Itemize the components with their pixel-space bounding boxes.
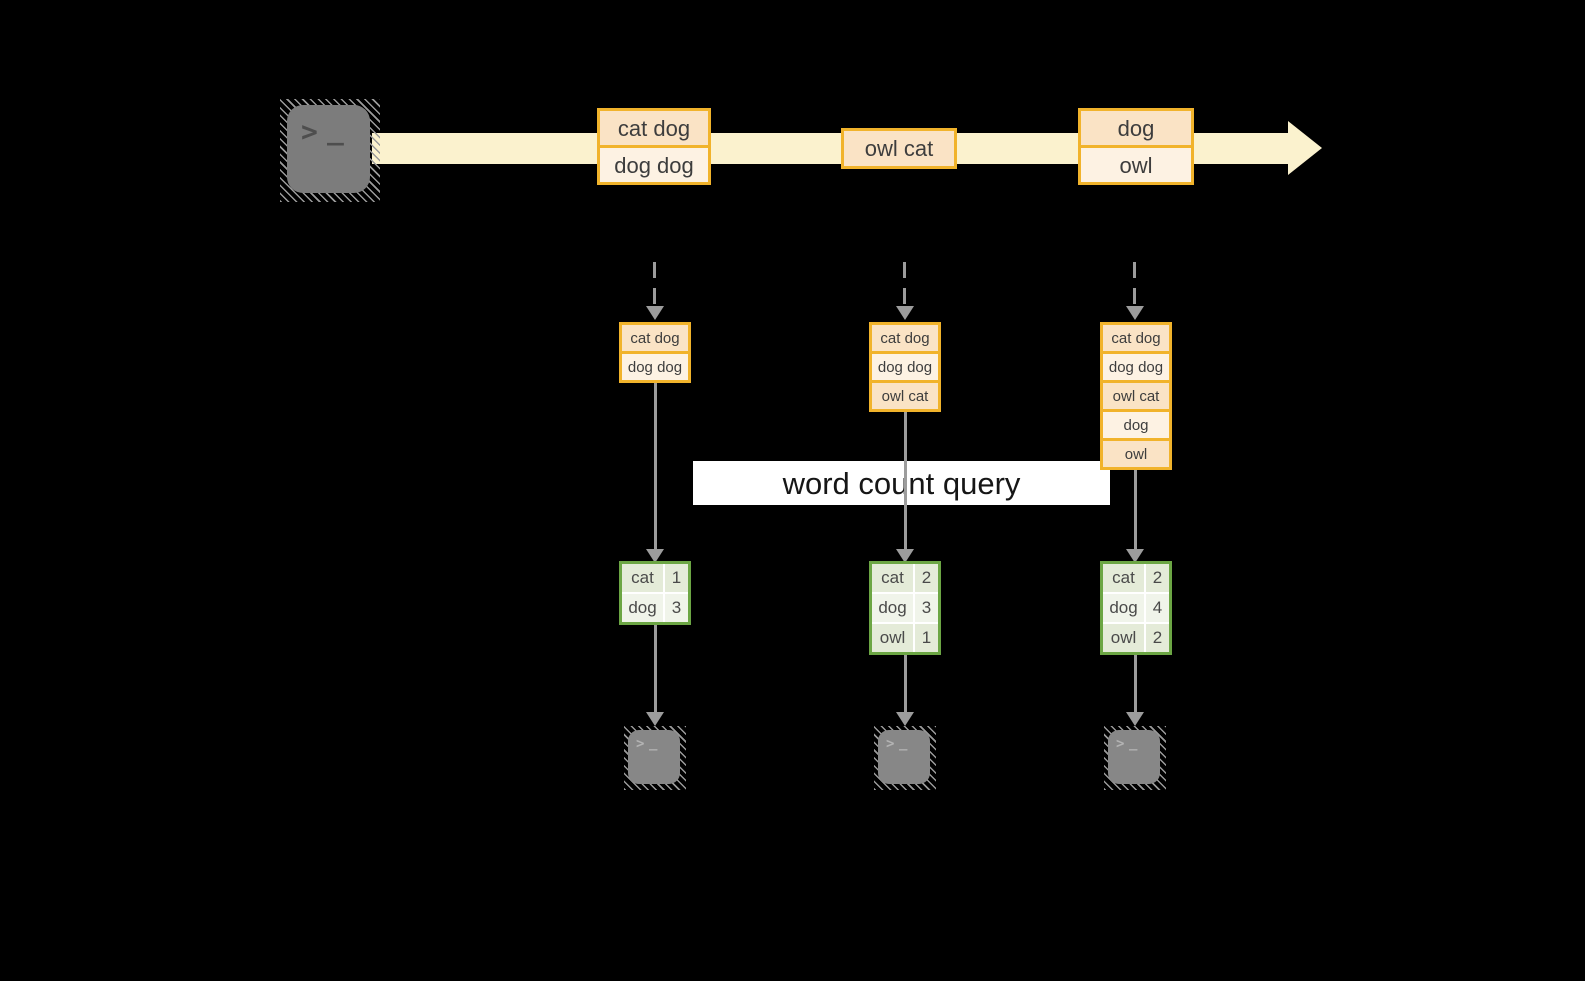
count-word: dog xyxy=(1103,594,1144,622)
dashed-arrow-line xyxy=(903,262,906,306)
count-word: dog xyxy=(622,594,663,622)
buffer-row: owl cat xyxy=(1100,380,1172,412)
consumer-terminal-icon: > _ xyxy=(874,726,936,790)
terminal-body: > _ xyxy=(628,730,680,784)
arrowhead-icon xyxy=(1126,306,1144,320)
arrowhead-icon xyxy=(646,306,664,320)
count-value: 1 xyxy=(915,624,938,652)
buffer-row: owl cat xyxy=(869,380,941,412)
buffer-row: cat dog xyxy=(869,322,941,354)
arrow-line xyxy=(904,655,907,712)
stream-record: owl cat xyxy=(841,128,957,169)
buffer-row: dog dog xyxy=(1100,351,1172,383)
terminal-body: > _ xyxy=(287,105,370,193)
record-line: dog dog xyxy=(597,145,711,185)
count-word: cat xyxy=(872,564,913,592)
record-line: owl xyxy=(1078,145,1194,185)
count-value: 4 xyxy=(1146,594,1169,622)
arrowhead-icon xyxy=(1126,712,1144,726)
word-count-table: cat 1 dog 3 xyxy=(619,561,691,625)
count-word: cat xyxy=(1103,564,1144,592)
terminal-body: > _ xyxy=(1108,730,1160,784)
terminal-prompt-underscore-icon: _ xyxy=(899,735,908,751)
buffer-row: dog dog xyxy=(619,351,691,383)
terminal-prompt-underscore-icon: _ xyxy=(649,735,658,751)
count-value: 3 xyxy=(665,594,688,622)
arrow-line xyxy=(654,625,657,712)
record-buffer-stack: cat dog dog dog xyxy=(619,322,691,383)
consumer-terminal-icon: > _ xyxy=(624,726,686,790)
consumer-terminal-icon: > _ xyxy=(1104,726,1166,790)
arrowhead-icon xyxy=(646,712,664,726)
buffer-row: owl xyxy=(1100,438,1172,470)
count-value: 3 xyxy=(915,594,938,622)
count-value: 2 xyxy=(1146,564,1169,592)
terminal-prompt-chevron-icon: > xyxy=(636,736,645,752)
buffer-row: dog xyxy=(1100,409,1172,441)
arrowhead-icon xyxy=(896,306,914,320)
record-buffer-stack: cat dog dog dog owl cat xyxy=(869,322,941,412)
terminal-body: > _ xyxy=(878,730,930,784)
count-word: cat xyxy=(622,564,663,592)
count-word: owl xyxy=(872,624,913,652)
source-terminal-icon: > _ xyxy=(280,99,380,202)
count-word: owl xyxy=(1103,624,1144,652)
dashed-arrow-line xyxy=(653,262,656,306)
stream-arrowhead-icon xyxy=(1288,121,1322,175)
count-word: dog xyxy=(872,594,913,622)
count-value: 2 xyxy=(1146,624,1169,652)
record-line: cat dog xyxy=(597,108,711,148)
record-buffer-stack: cat dog dog dog owl cat dog owl xyxy=(1100,322,1172,470)
terminal-prompt-chevron-icon: > xyxy=(301,115,318,148)
count-value: 2 xyxy=(915,564,938,592)
terminal-prompt-chevron-icon: > xyxy=(1116,736,1125,752)
buffer-row: cat dog xyxy=(1100,322,1172,354)
terminal-prompt-underscore-icon: _ xyxy=(1129,735,1138,751)
arrowhead-icon xyxy=(896,549,914,563)
buffer-row: cat dog xyxy=(619,322,691,354)
arrowhead-icon xyxy=(896,712,914,726)
arrowhead-icon xyxy=(1126,549,1144,563)
arrow-line xyxy=(1134,655,1137,712)
stream-record: cat dog dog dog xyxy=(597,108,711,185)
arrow-line xyxy=(904,412,907,549)
record-line: dog xyxy=(1078,108,1194,148)
query-label: word count query xyxy=(693,461,1110,505)
record-line: owl cat xyxy=(841,128,957,169)
arrow-line xyxy=(1134,470,1137,549)
arrowhead-icon xyxy=(646,549,664,563)
terminal-prompt-chevron-icon: > xyxy=(886,736,895,752)
terminal-prompt-underscore-icon: _ xyxy=(327,113,344,146)
buffer-row: dog dog xyxy=(869,351,941,383)
stream-record: dog owl xyxy=(1078,108,1194,185)
word-count-table: cat 2 dog 3 owl 1 xyxy=(869,561,941,655)
word-count-table: cat 2 dog 4 owl 2 xyxy=(1100,561,1172,655)
arrow-line xyxy=(654,379,657,549)
dashed-arrow-line xyxy=(1133,262,1136,306)
count-value: 1 xyxy=(665,564,688,592)
